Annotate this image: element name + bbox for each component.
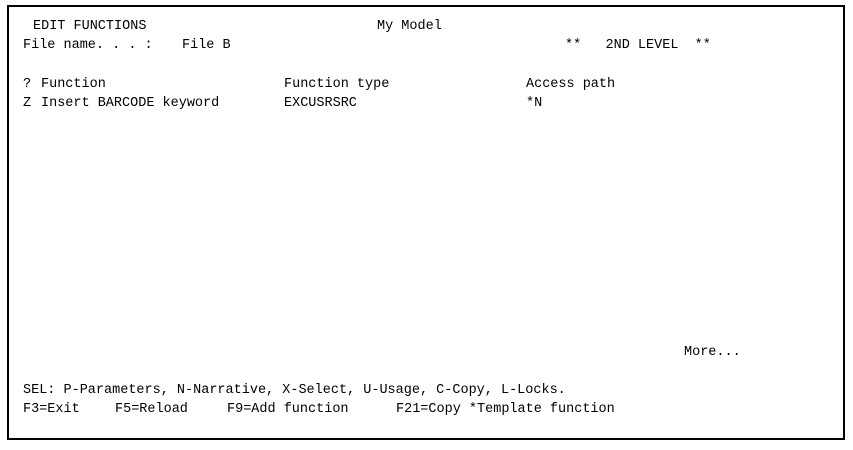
f9-add-function-key[interactable]: F9=Add function (227, 402, 349, 417)
column-header-sel: ? (23, 77, 32, 92)
f3-exit-key[interactable]: F3=Exit (23, 402, 80, 417)
screen-title: EDIT FUNCTIONS (33, 19, 147, 34)
selection-options-legend: SEL: P-Parameters, N-Narrative, X-Select… (23, 383, 566, 398)
level-indicator: ** 2ND LEVEL ** (565, 38, 711, 53)
row-function-type: EXCUSRSRC (284, 96, 357, 111)
model-name: My Model (377, 19, 442, 34)
row-access-path: *N (526, 96, 543, 111)
row-selection-input[interactable]: Z (23, 96, 32, 111)
file-name-label: File name. . . : (23, 38, 153, 53)
column-header-access-path: Access path (526, 77, 616, 92)
column-header-function-type: Function type (284, 77, 390, 92)
f5-reload-key[interactable]: F5=Reload (115, 402, 188, 417)
column-header-function: Function (41, 77, 106, 92)
terminal-screen: EDIT FUNCTIONS My Model File name. . . :… (7, 5, 845, 440)
f21-copy-template-key[interactable]: F21=Copy *Template function (396, 402, 615, 417)
row-function-name: Insert BARCODE keyword (41, 96, 220, 111)
more-indicator: More... (684, 345, 741, 360)
file-name-value: File B (182, 38, 231, 53)
